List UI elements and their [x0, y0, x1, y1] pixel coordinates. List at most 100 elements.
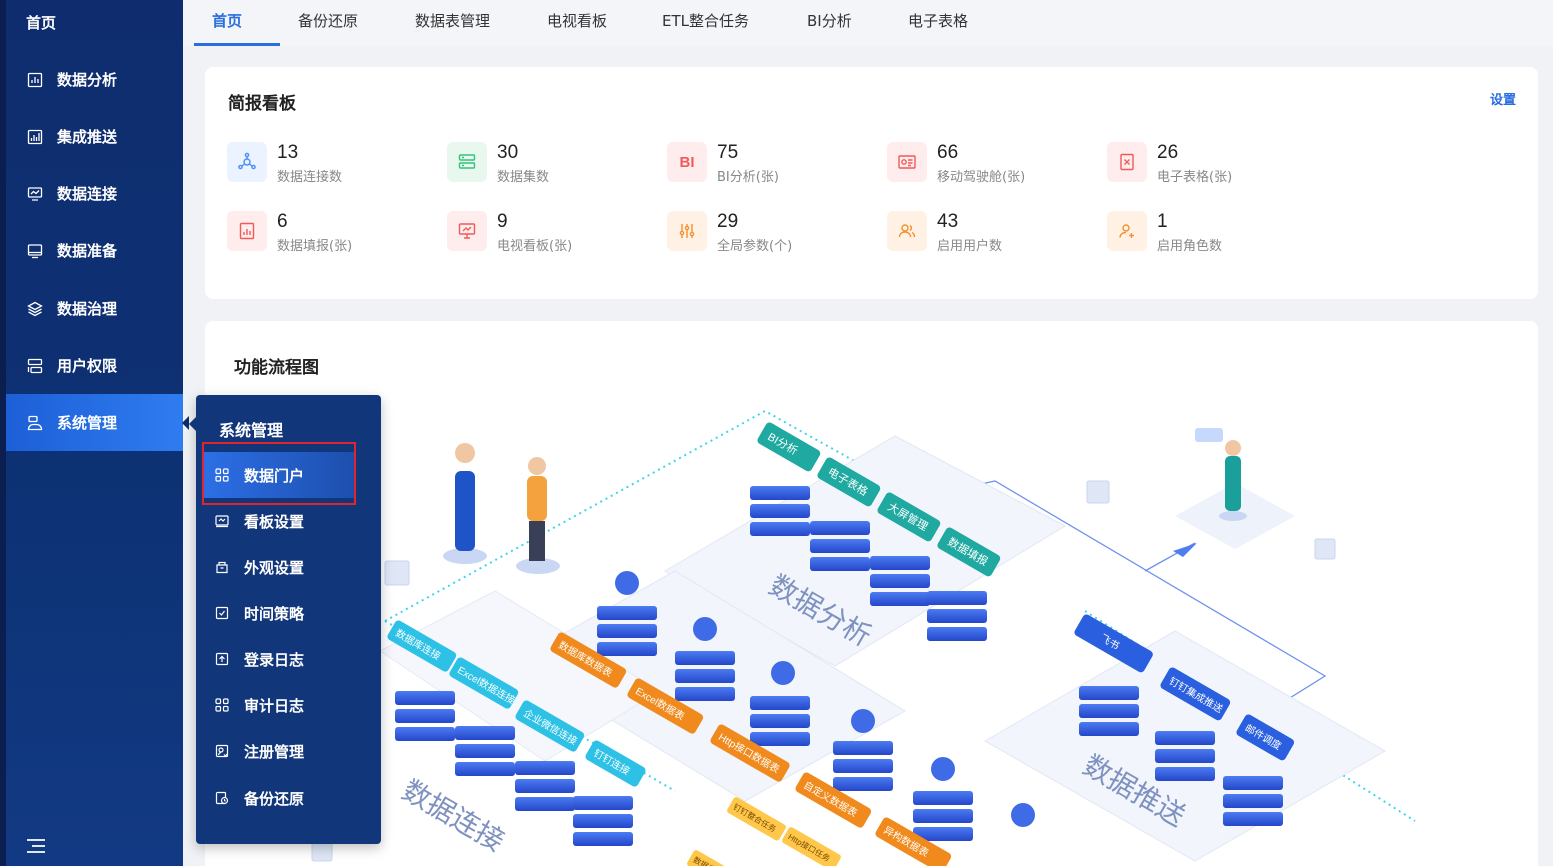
- submenu-item-label: 时间策略: [244, 604, 305, 623]
- submenu-title: 系统管理: [219, 421, 284, 440]
- bar-chart-icon: [26, 128, 44, 146]
- stat-global-params[interactable]: 29 全局参数(个): [667, 211, 792, 254]
- user-settings-icon: [26, 414, 44, 432]
- sidebar-item-data-governance[interactable]: 数据治理: [6, 280, 183, 337]
- business-people-illustration: [443, 428, 1247, 574]
- stat-value: 75: [717, 142, 739, 163]
- sidebar-item-data-connect[interactable]: 数据连接: [6, 165, 183, 222]
- tab-backup-restore[interactable]: 备份还原: [298, 12, 359, 30]
- stat-value: 6: [277, 211, 288, 232]
- dashboard-icon: [214, 513, 230, 529]
- sidebar-item-data-analysis[interactable]: 数据分析: [6, 51, 183, 108]
- fill-report-icon: [227, 211, 267, 251]
- display-icon: [26, 242, 44, 260]
- tag-small-table: 数据表: [691, 854, 717, 866]
- submenu-item-label: 登录日志: [244, 650, 305, 669]
- server-icon: [26, 357, 44, 375]
- tab-bar: [183, 0, 1553, 46]
- bi-icon: BI: [667, 142, 707, 182]
- sidebar-item-data-prep[interactable]: 数据准备: [6, 222, 183, 279]
- palette-icon: [214, 559, 230, 575]
- spreadsheet-icon: [1107, 142, 1147, 182]
- submenu-item-label: 备份还原: [244, 789, 305, 808]
- chart-bar-icon: [26, 71, 44, 89]
- stat-value: 26: [1157, 142, 1179, 163]
- bi-glyph: BI: [679, 153, 695, 171]
- menu-collapse-icon[interactable]: [26, 838, 48, 860]
- submenu-item-label: 数据门户: [244, 466, 305, 485]
- stat-value: 30: [497, 142, 519, 163]
- active-tab-indicator: [194, 43, 280, 46]
- stat-label: 电视看板(张): [497, 239, 573, 254]
- sidebar-item-label: 用户权限: [57, 357, 118, 375]
- stat-label: 数据填报(张): [277, 239, 353, 254]
- sidebar-item-user-permission[interactable]: 用户权限: [6, 337, 183, 394]
- tab-table-management[interactable]: 数据表管理: [415, 12, 491, 30]
- submenu-item-board-settings[interactable]: 看板设置: [204, 498, 354, 544]
- layers-icon: [26, 300, 44, 318]
- flow-title: 功能流程图: [234, 358, 319, 378]
- sidebar-item-label: 数据分析: [57, 71, 118, 89]
- stat-data-fill[interactable]: 6 数据填报(张): [227, 211, 352, 254]
- stat-active-users[interactable]: 43 启用用户数: [887, 211, 1002, 254]
- monitor-chart-icon: [26, 185, 44, 203]
- sidebar-item-system-admin[interactable]: 系统管理: [6, 394, 189, 451]
- grid-icon: [214, 467, 230, 483]
- sidebar-item-label: 数据治理: [57, 300, 118, 318]
- submenu-item-audit-log[interactable]: 审计日志: [204, 682, 354, 728]
- sidebar-item-label: 系统管理: [57, 414, 118, 432]
- stat-mobile-cockpit[interactable]: 66 移动驾驶舱(张): [887, 142, 1025, 185]
- submenu-item-label: 注册管理: [244, 742, 305, 761]
- stat-label: 电子表格(张): [1157, 170, 1233, 185]
- tab-home[interactable]: 首页: [212, 12, 243, 30]
- tab-spreadsheet[interactable]: 电子表格: [908, 12, 969, 30]
- briefing-title: 简报看板: [228, 94, 296, 114]
- role-icon: [1107, 211, 1147, 251]
- sidebar-item-label: 数据准备: [57, 242, 118, 260]
- stat-datasets[interactable]: 30 数据集数: [447, 142, 549, 185]
- sidebar-item-label: 数据连接: [57, 185, 118, 203]
- stat-label: 启用角色数: [1157, 239, 1223, 254]
- stat-value: 9: [497, 211, 508, 232]
- connection-icon: [227, 142, 267, 182]
- submenu-item-label: 审计日志: [244, 696, 305, 715]
- stat-value: 29: [717, 211, 739, 232]
- users-icon: [887, 211, 927, 251]
- stat-label: 启用用户数: [937, 239, 1003, 254]
- system-admin-submenu: 系统管理 数据门户 看板设置 外观设置 时间策略 登录日志 审计日志 注册管理 …: [189, 395, 381, 844]
- stat-value: 66: [937, 142, 959, 163]
- sidebar: 首页 数据分析 集成推送 数据连接 数据准备 数据治理 用户权限 系统管理: [0, 0, 189, 866]
- sidebar-item-integration-push[interactable]: 集成推送: [6, 108, 183, 165]
- submenu-item-label: 看板设置: [244, 512, 305, 531]
- tv-board-icon: [447, 211, 487, 251]
- flow-card: 功能流程图 数据分析 数据连接 数据推送: [205, 321, 1538, 866]
- submenu-item-data-portal[interactable]: 数据门户: [204, 452, 354, 498]
- login-icon: [214, 651, 230, 667]
- sidebar-item-label: 集成推送: [57, 128, 118, 146]
- tab-etl-tasks[interactable]: ETL整合任务: [662, 12, 749, 30]
- stat-label: 数据连接数: [277, 170, 343, 185]
- stat-label: 移动驾驶舱(张): [937, 170, 1026, 185]
- stat-spreadsheets[interactable]: 26 电子表格(张): [1107, 142, 1232, 185]
- backup-icon: [214, 790, 230, 806]
- stat-label: 全局参数(个): [717, 239, 793, 254]
- tab-bi-analysis[interactable]: BI分析: [807, 12, 852, 30]
- flow-illustration: 数据分析 数据连接 数据推送: [311, 409, 1416, 866]
- settings-link[interactable]: 设置: [1489, 93, 1516, 108]
- submenu-item-registration[interactable]: 注册管理: [204, 728, 354, 774]
- sliders-icon: [667, 211, 707, 251]
- submenu-item-appearance[interactable]: 外观设置: [204, 544, 354, 590]
- tab-tv-board[interactable]: 电视看板: [547, 12, 608, 30]
- stat-tv-boards[interactable]: 9 电视看板(张): [447, 211, 572, 254]
- submenu-item-login-log[interactable]: 登录日志: [204, 636, 354, 682]
- sidebar-home[interactable]: 首页: [26, 14, 57, 32]
- stat-label: 数据集数: [497, 170, 550, 185]
- submenu-item-backup-restore[interactable]: 备份还原: [204, 775, 354, 821]
- submenu-item-time-policy[interactable]: 时间策略: [204, 590, 354, 636]
- stat-value: 43: [937, 211, 959, 232]
- cockpit-icon: [887, 142, 927, 182]
